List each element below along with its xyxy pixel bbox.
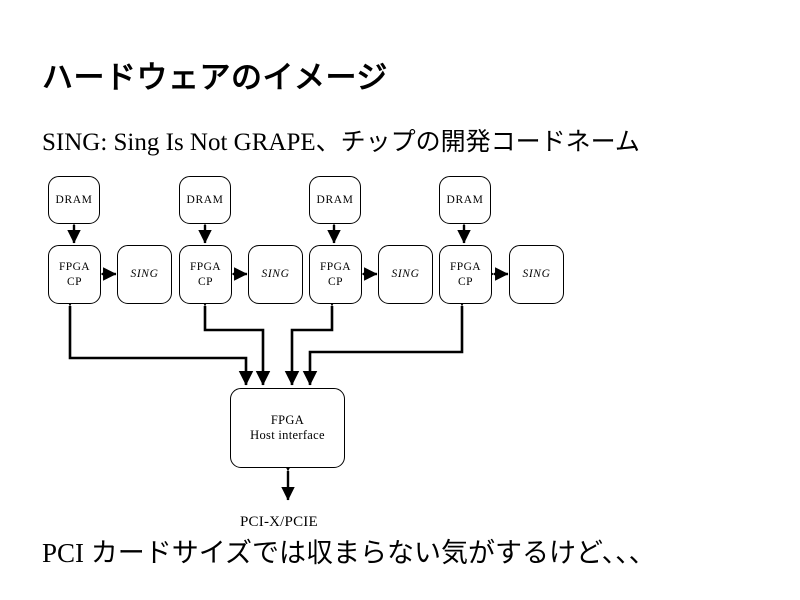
dram-box-1[interactable]: DRAM [48, 176, 100, 224]
sing-label: SING [261, 268, 290, 281]
page-title: ハードウェアのイメージ [42, 60, 388, 95]
sing-box-1[interactable]: SING [117, 245, 172, 304]
fpga-cp-box-4[interactable]: FPGA CP [439, 245, 492, 304]
fpga-cp-label: FPGA CP [189, 261, 221, 288]
slide-footnote: PCI カードサイズでは収まらない気がするけど、、、 [42, 538, 656, 568]
fpga-host-interface-box[interactable]: FPGA Host interface [230, 388, 345, 468]
fpga-cp-box-2[interactable]: FPGA CP [179, 245, 232, 304]
dram-box-3[interactable]: DRAM [309, 176, 361, 224]
fpga-cp-box-3[interactable]: FPGA CP [309, 245, 362, 304]
fpga-cp-box-1[interactable]: FPGA CP [48, 245, 101, 304]
sing-label: SING [391, 268, 420, 281]
fpga-cp-label: FPGA CP [319, 261, 351, 288]
dram-label: DRAM [446, 193, 484, 206]
dram-label: DRAM [186, 193, 224, 206]
fpga-cp-label: FPGA CP [58, 261, 90, 288]
slide-subtitle: SING: Sing Is Not GRAPE、チップの開発コードネーム [42, 129, 640, 156]
bus-label: PCI-X/PCIE [240, 514, 318, 530]
sing-box-4[interactable]: SING [509, 245, 564, 304]
dram-label: DRAM [316, 193, 354, 206]
sing-label: SING [522, 268, 551, 281]
host-interface-label: FPGA Host interface [250, 412, 325, 442]
dram-box-4[interactable]: DRAM [439, 176, 491, 224]
sing-box-2[interactable]: SING [248, 245, 303, 304]
dram-label: DRAM [55, 193, 93, 206]
fpga-cp-label: FPGA CP [449, 261, 481, 288]
sing-box-3[interactable]: SING [378, 245, 433, 304]
sing-label: SING [130, 268, 159, 281]
dram-box-2[interactable]: DRAM [179, 176, 231, 224]
